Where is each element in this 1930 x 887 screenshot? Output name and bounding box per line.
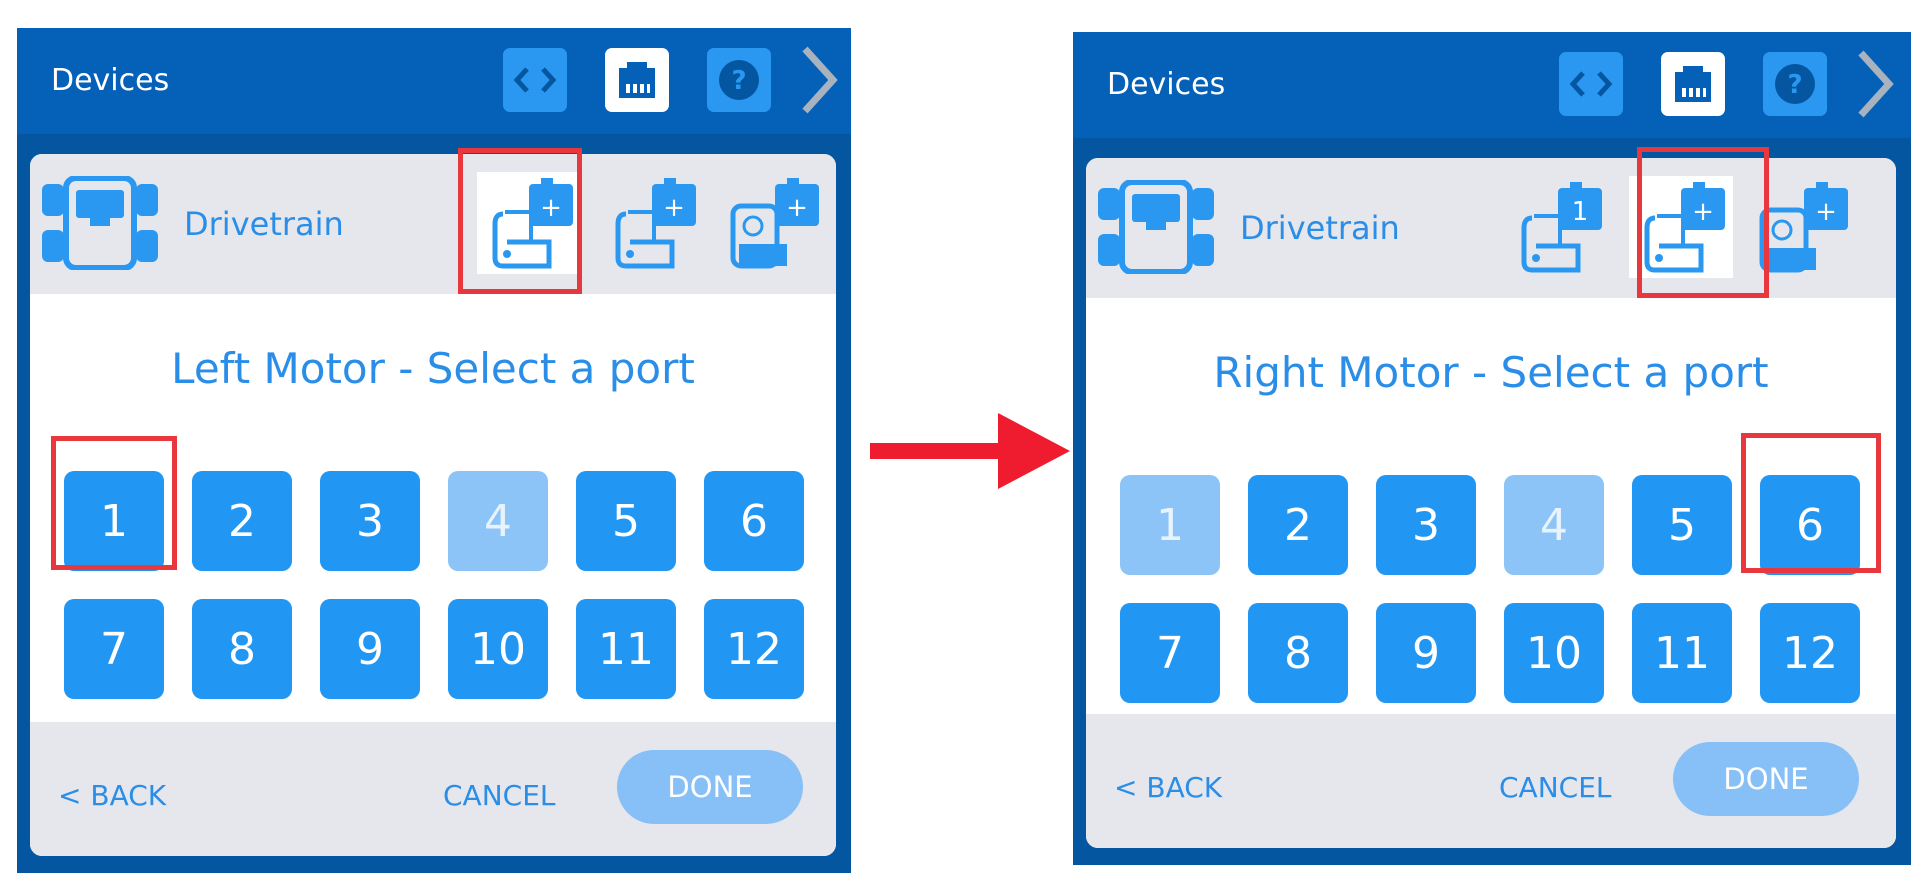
done-button[interactable]: DONE [617,750,803,824]
gyro-device[interactable]: + [723,172,827,274]
done-button[interactable]: DONE [1673,742,1859,816]
port-6-button[interactable]: 6 [704,471,804,571]
port-12-button[interactable]: 12 [1760,603,1860,703]
device-badge: 1 [1572,197,1589,227]
left-motor-device[interactable]: + [477,172,581,274]
device-badge: + [1815,197,1837,227]
highlight-left-motor [458,148,582,294]
svg-text:?: ? [731,66,746,96]
port-11-button[interactable]: 11 [576,599,676,699]
port-10-button[interactable]: 10 [448,599,548,699]
port-8-button[interactable]: 8 [192,599,292,699]
port-2-button[interactable]: 2 [192,471,292,571]
code-view-button[interactable] [1559,52,1623,116]
port-12-button[interactable]: 12 [704,599,804,699]
port-9-button[interactable]: 9 [320,599,420,699]
highlight-port-1 [51,436,177,570]
port-5-button[interactable]: 5 [576,471,676,571]
drivetrain-label: Drivetrain [1240,209,1400,247]
cancel-button[interactable]: CANCEL [1499,771,1612,804]
drivetrain-label: Drivetrain [184,205,344,243]
chevron-right-icon [1858,50,1894,118]
action-bar: < BACK CANCEL DONE [30,722,836,856]
port-8-button[interactable]: 8 [1248,603,1348,703]
help-icon: ? [1775,64,1815,104]
devices-button[interactable] [605,48,669,112]
device-badge: + [1692,197,1714,227]
port-5-button[interactable]: 5 [1632,475,1732,575]
device-badge: + [786,193,808,223]
code-icon [513,67,557,93]
port-7-button[interactable]: 7 [64,599,164,699]
port-1-button: 1 [1120,475,1220,575]
port-4-button: 4 [1504,475,1604,575]
code-icon [1569,71,1613,97]
svg-text:?: ? [1787,70,1802,100]
back-button[interactable]: < BACK [58,779,167,812]
device-badge: + [540,193,562,223]
drivetrain-icon [1098,180,1214,274]
port-select-heading: Right Motor - Select a port [1213,348,1769,397]
motor-add-icon: + [615,178,696,269]
port-2-button[interactable]: 2 [1248,475,1348,575]
motor-port-icon: 1 [1521,182,1602,273]
port-select-heading: Left Motor - Select a port [171,344,695,393]
gyro-add-icon: + [1759,182,1848,273]
port-3-button[interactable]: 3 [320,471,420,571]
port-1-button[interactable]: 1 [64,471,164,571]
gyro-add-icon: + [730,178,819,269]
page-title: Devices [1107,67,1226,102]
top-bar: Devices ? [17,28,851,134]
port-7-button[interactable]: 7 [1120,603,1220,703]
code-view-button[interactable] [503,48,567,112]
drivetrain-icon [42,176,158,270]
collapse-button[interactable] [1853,48,1897,120]
port-6-button[interactable]: 6 [1760,475,1860,575]
device-config-card: Drivetrain 1 + [1086,158,1896,848]
highlight-right-motor [1637,147,1769,298]
port-10-button[interactable]: 10 [1504,603,1604,703]
highlight-port-6 [1741,433,1881,573]
port-icon [1675,66,1711,102]
port-icon [619,62,655,98]
device-strip: Drivetrain + + [30,154,836,294]
port-4-button: 4 [448,471,548,571]
port-9-button[interactable]: 9 [1376,603,1476,703]
port-11-button[interactable]: 11 [1632,603,1732,703]
top-bar: Devices ? [1073,32,1911,138]
gyro-device[interactable]: + [1752,176,1856,278]
left-motor-device[interactable]: 1 [1506,176,1610,278]
arrow-right-icon [870,413,1070,489]
cancel-button[interactable]: CANCEL [443,779,556,812]
port-3-button[interactable]: 3 [1376,475,1476,575]
collapse-button[interactable] [797,44,841,116]
page-title: Devices [51,63,170,98]
back-button[interactable]: < BACK [1114,771,1223,804]
motor-add-icon: + [492,178,573,269]
device-strip: Drivetrain 1 + [1086,158,1896,298]
device-badge: + [663,193,685,223]
devices-panel-left: Devices ? Drivetrain [17,28,851,873]
action-bar: < BACK CANCEL DONE [1086,714,1896,848]
right-motor-device[interactable]: + [1629,176,1733,278]
devices-button[interactable] [1661,52,1725,116]
right-motor-device[interactable]: + [600,172,704,274]
chevron-right-icon [802,46,838,114]
help-button[interactable]: ? [707,48,771,112]
help-icon: ? [719,60,759,100]
device-config-card: Drivetrain + + [30,154,836,856]
motor-add-icon: + [1644,182,1725,273]
help-button[interactable]: ? [1763,52,1827,116]
devices-panel-right: Devices ? Drivetrain [1073,32,1911,865]
